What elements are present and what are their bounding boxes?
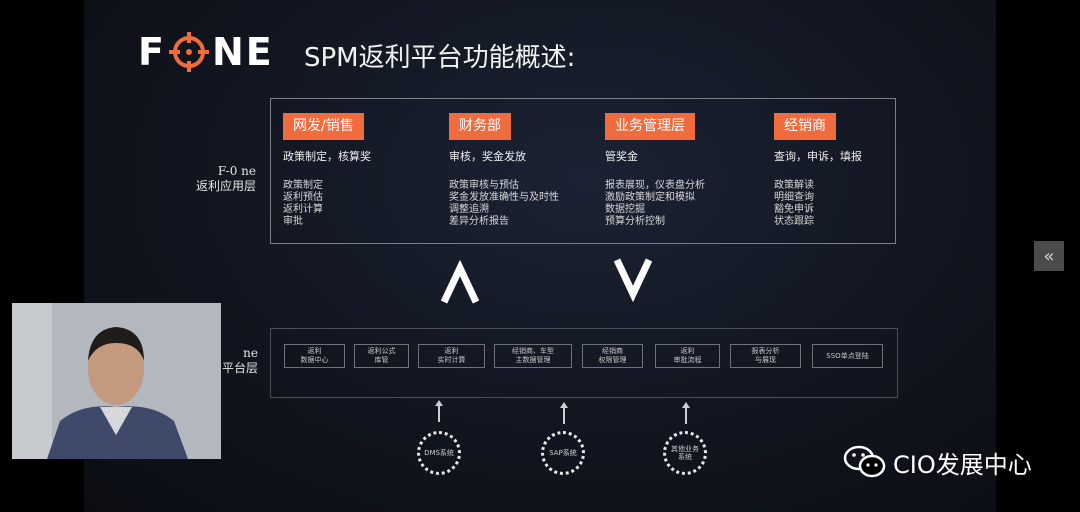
source-system-dms: DMS系统 — [417, 431, 461, 475]
logo-text-right: NE — [211, 30, 274, 74]
list-item: 审批 — [283, 216, 303, 227]
wechat-watermark: CIO发展中心 — [843, 444, 1032, 480]
list-item: 数据挖掘 — [605, 204, 645, 215]
module-box: 返利 数据中心 — [284, 344, 345, 368]
list-item: 奖金发放准确性与及时性 — [449, 192, 559, 203]
column-sales: 网发/销售 政策制定，核算奖 政策制定 返利预估 返利计算 审批 — [283, 113, 371, 228]
platform-layer-box: 返利 数据中心 返利公式 库管 返利 实时计算 经销商、车型 主数据管理 经销商… — [270, 328, 898, 398]
up-arrow-icon — [682, 402, 690, 424]
list-item: 政策制定 — [283, 180, 323, 191]
module-box: SSO单点登陆 — [812, 344, 883, 368]
column-summary: 管奖金 — [605, 150, 638, 163]
collapse-panel-button[interactable]: « — [1034, 241, 1064, 271]
crosshair-logo-icon — [168, 32, 209, 72]
column-items: 政策审核与预估 奖金发放准确性与及时性 调整追溯 差异分析报告 — [449, 180, 559, 228]
list-item: 返利计算 — [283, 204, 323, 215]
down-chevron-icon — [613, 258, 653, 302]
column-finance: 财务部 审核，奖金发放 政策审核与预估 奖金发放准确性与及时性 调整追溯 差异分… — [449, 113, 559, 228]
column-items: 政策解读 明细查询 豁免申诉 状态跟踪 — [774, 180, 862, 228]
module-box: 返利 实时计算 — [418, 344, 485, 368]
watermark-text: CIO发展中心 — [893, 450, 1032, 479]
column-summary: 审核，奖金发放 — [449, 150, 526, 163]
column-management: 业务管理层 管奖金 报表展现，仪表盘分析 激励政策制定和模拟 数据挖掘 预算分析… — [605, 113, 705, 228]
presentation-slide: F NE SPM返利平台功能概述: F-0 ne 返利应用层 网发/销售 政策制… — [84, 0, 996, 512]
column-header: 财务部 — [449, 113, 511, 140]
source-system-sap: SAP系统 — [541, 431, 585, 475]
list-item: 状态跟踪 — [774, 216, 814, 227]
app-layer-label-line1: F-0 ne — [217, 164, 256, 178]
presenter-webcam — [12, 303, 221, 459]
list-item: 返利预估 — [283, 192, 323, 203]
up-chevron-icon — [440, 260, 480, 304]
platform-layer-label-line1: ne — [243, 346, 258, 360]
up-arrow-icon — [560, 402, 568, 424]
up-arrow-icon — [435, 400, 443, 422]
wechat-icon — [843, 445, 886, 478]
fone-logo: F NE — [138, 30, 274, 74]
logo-text-left: F — [138, 30, 166, 74]
app-layer-label-line2: 返利应用层 — [195, 179, 256, 193]
list-item: 调整追溯 — [449, 204, 489, 215]
source-system-other: 其他业务 系统 — [663, 431, 707, 475]
column-dealer: 经销商 查询，申诉，填报 政策解读 明细查询 豁免申诉 状态跟踪 — [774, 113, 862, 228]
platform-layer-label-line2: 平台层 — [221, 361, 258, 375]
module-box: 报表分析 与展现 — [730, 344, 801, 368]
module-box: 返利公式 库管 — [354, 344, 409, 368]
double-chevron-left-icon: « — [1043, 245, 1055, 267]
column-items: 报表展现，仪表盘分析 激励政策制定和模拟 数据挖掘 预算分析控制 — [605, 180, 705, 228]
list-item: 政策解读 — [774, 180, 814, 191]
app-layer-label: F-0 ne 返利应用层 — [184, 164, 256, 194]
list-item: 差异分析报告 — [449, 216, 509, 227]
column-header: 网发/销售 — [283, 113, 364, 140]
application-layer-box: 网发/销售 政策制定，核算奖 政策制定 返利预估 返利计算 审批 财务部 审核，… — [270, 98, 896, 244]
module-box: 返利 审批流程 — [655, 344, 720, 368]
platform-layer-label: ne 平台层 — [184, 346, 258, 376]
module-box: 经销商、车型 主数据管理 — [494, 344, 572, 368]
module-box: 经销商 权限管理 — [582, 344, 643, 368]
column-summary: 查询，申诉，填报 — [774, 150, 862, 163]
column-items: 政策制定 返利预估 返利计算 审批 — [283, 180, 371, 228]
list-item: 明细查询 — [774, 192, 814, 203]
column-summary: 政策制定，核算奖 — [283, 150, 371, 163]
list-item: 豁免申诉 — [774, 204, 814, 215]
list-item: 激励政策制定和模拟 — [605, 192, 695, 203]
slide-title: SPM返利平台功能概述: — [304, 43, 576, 73]
column-header: 业务管理层 — [605, 113, 695, 140]
list-item: 报表展现，仪表盘分析 — [605, 180, 705, 191]
column-header: 经销商 — [774, 113, 836, 140]
presenter-video-image — [12, 303, 221, 459]
list-item: 政策审核与预估 — [449, 180, 519, 191]
list-item: 预算分析控制 — [605, 216, 665, 227]
